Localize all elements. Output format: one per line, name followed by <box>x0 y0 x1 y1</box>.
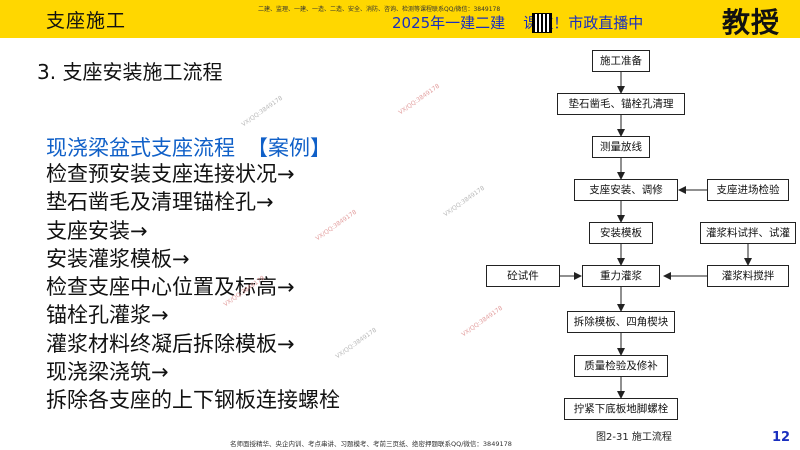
flow-box-side: 灌浆料搅拌 <box>707 265 789 287</box>
figure-caption: 图2-31 施工流程 <box>596 432 672 443</box>
flow-box-main: 质量检验及修补 <box>574 355 668 377</box>
steps-heading: 现浇梁盆式支座流程【案例】 <box>46 132 331 162</box>
flow-box-side: 砼试件 <box>486 265 560 287</box>
flow-box-side: 支座进场检验 <box>707 179 789 201</box>
flow-box-main: 垫石凿毛、锚栓孔清理 <box>557 93 685 115</box>
steps-list: 检查预安装支座连接状况→ 垫石凿毛及清理锚栓孔→ 支座安装→ 安装灌浆模板→ 检… <box>46 160 340 415</box>
brand-area <box>700 0 800 38</box>
flow-box-main: 拆除模板、四角楔块 <box>567 311 675 333</box>
footer-ad: 名师面授精华、央企内训、考点串讲、习题模考、考前三页纸、绝密押题联系QQ/微信：… <box>230 440 512 448</box>
step-item: 检查支座中心位置及标高→ <box>46 275 295 300</box>
step-item: 安装灌浆模板→ <box>46 246 190 271</box>
header-ad-small: 二建、监理、一建、一造、二造、安全、消防、咨询、检测等课程联系QQ/微信：384… <box>258 6 501 13</box>
flow-box-main: 支座安装、调修 <box>574 179 678 201</box>
case-tag: 【案例】 <box>247 136 331 160</box>
step-item: 检查预安装支座连接状况→ <box>46 162 295 186</box>
header-bar <box>0 0 800 38</box>
flow-box-main: 施工准备 <box>592 50 650 72</box>
step-item: 灌浆材料终凝后拆除模板→ <box>46 331 295 356</box>
brand-logo: 教授 <box>722 6 781 39</box>
header-ad-text: 2025年一建二建课啦！市政直播中 <box>392 12 643 33</box>
step-item: 现浇梁浇筑→ <box>46 360 169 385</box>
flow-box-main: 拧紧下底板地脚螺栓 <box>564 398 678 420</box>
step-item: 垫石凿毛及清理锚栓孔→ <box>46 190 274 215</box>
flow-box-main: 重力灌浆 <box>582 265 660 287</box>
flow-box-main: 安装模板 <box>589 222 653 244</box>
step-item: 拆除各支座的上下钢板连接螺栓 <box>46 388 340 413</box>
flow-box-side: 灌浆料试拌、试灌 <box>700 222 796 244</box>
header-ad-text-start: 2025年一建二建 <box>392 14 506 32</box>
qr-code-icon <box>532 13 552 33</box>
step-item: 支座安装→ <box>46 218 148 243</box>
step-item: 锚栓孔灌浆→ <box>46 303 169 328</box>
header-title: 支座施工 <box>46 10 127 32</box>
section-title: 3. 支座安装施工流程 <box>37 60 223 84</box>
page-number: 12 <box>772 430 791 445</box>
steps-heading-text: 现浇梁盆式支座流程 <box>46 136 235 160</box>
flow-box-main: 测量放线 <box>592 136 650 158</box>
header-ad-text-end: 课啦！市政直播中 <box>523 14 644 32</box>
